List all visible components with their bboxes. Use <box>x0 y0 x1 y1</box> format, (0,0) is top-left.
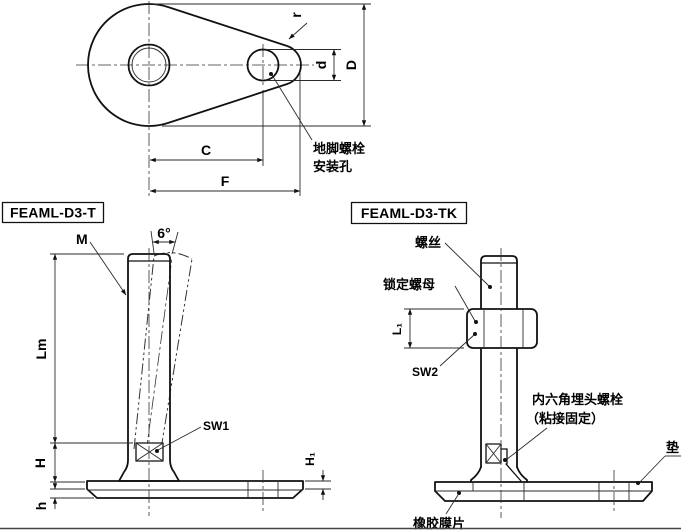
label-socket-bolt: 内六角埋头螺栓 （粘接固定） <box>503 392 623 462</box>
dim-angle-label: 6° <box>157 225 170 241</box>
tilted-stud-phantom <box>133 252 193 454</box>
label-rubber-diaphragm-text: 橡胶膜片 <box>413 516 465 530</box>
teardrop-outline <box>87 3 302 127</box>
dim-Lm-label: Lm <box>33 339 49 360</box>
dim-M: M <box>76 231 127 296</box>
screw-flange <box>470 463 528 483</box>
dim-h-label: h <box>33 502 49 511</box>
dim-L1-label: L₁ <box>390 323 404 335</box>
label-pad-text: 垫 <box>666 440 679 455</box>
dim-F-label: F <box>221 173 230 189</box>
tapped-hole-inner <box>131 47 167 83</box>
label-socket-bolt-line2: （粘接固定） <box>526 411 604 426</box>
dim-angle: 6° <box>150 225 179 255</box>
dim-D: D <box>154 3 371 127</box>
label-sw1-text: SW1 <box>203 419 229 433</box>
label-screw: 螺丝 <box>415 235 492 289</box>
stud-body <box>118 253 180 482</box>
label-rubber-diaphragm: 橡胶膜片 <box>413 491 465 530</box>
anchor-bolt-hole <box>246 48 280 82</box>
dim-h: h <box>33 478 94 510</box>
dim-H-label: H <box>32 458 48 468</box>
countersunk-bolt <box>485 443 508 465</box>
figure-tk-title: FEAML-D3-TK <box>350 201 468 225</box>
dim-H1-label: H₁ <box>303 452 317 466</box>
label-lock-nut: 锁定螺母 <box>383 277 478 324</box>
base-plate-t <box>86 470 304 512</box>
top-view: D d r C F 地脚螺栓 安装孔 <box>76 1 371 196</box>
label-screw-text: 螺丝 <box>415 235 441 250</box>
figure-t-title-text: FEAML-D3-T <box>10 205 96 221</box>
figure-feaml-d3-t: FEAML-D3-T <box>1 201 331 516</box>
dim-d: d <box>266 49 341 81</box>
anchor-hole-callout-line1: 地脚螺栓 <box>313 141 365 156</box>
label-sw2: SW2 <box>412 332 477 379</box>
dim-C-label: C <box>201 142 211 158</box>
dim-L1: L₁ <box>390 308 464 349</box>
dim-H1: H₁ <box>303 452 331 500</box>
dim-F: F <box>149 73 301 196</box>
label-pad: 垫 <box>636 440 681 485</box>
top-view-centerlines <box>76 1 314 196</box>
dim-Lm: Lm <box>33 253 133 444</box>
anchor-hole-callout-line2: 安装孔 <box>313 159 352 174</box>
base-plate-tk <box>434 470 653 512</box>
dim-M-label: M <box>76 231 88 247</box>
dim-r-label: r <box>288 12 304 18</box>
anchor-hole-callout: 地脚螺栓 安装孔 <box>269 72 365 174</box>
dim-r: r <box>288 12 308 40</box>
label-sw2-text: SW2 <box>412 365 438 379</box>
lock-nut <box>466 308 538 349</box>
tapped-hole-outer <box>127 43 171 87</box>
figure-feaml-d3-tk: FEAML-D3-TK <box>350 201 681 530</box>
label-socket-bolt-line1: 内六角埋头螺栓 <box>532 392 623 407</box>
screw-body <box>480 255 518 468</box>
dim-d-label: d <box>313 61 329 70</box>
label-sw1: SW1 <box>155 419 229 453</box>
dim-H: H <box>32 442 85 483</box>
figure-tk-title-text: FEAML-D3-TK <box>361 205 457 221</box>
label-lock-nut-text: 锁定螺母 <box>383 277 435 292</box>
dim-D-label: D <box>343 60 359 70</box>
dim-C: C <box>149 142 264 163</box>
wrench-flats-sw1 <box>135 442 164 462</box>
figure-t-title: FEAML-D3-T <box>1 201 105 224</box>
